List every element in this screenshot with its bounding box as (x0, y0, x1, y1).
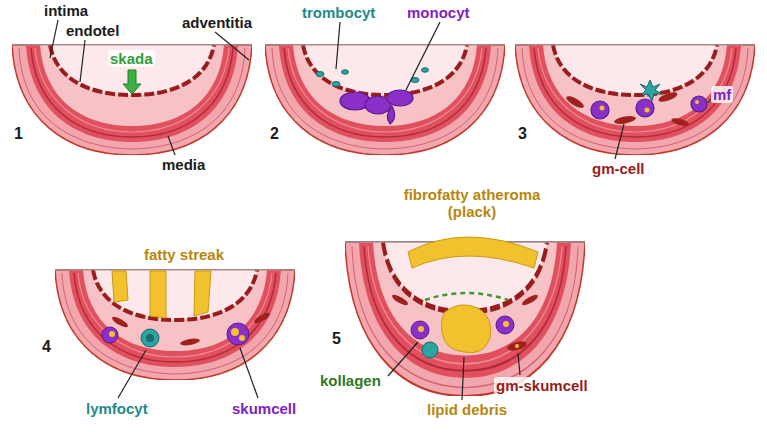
part-label: endotel (64, 22, 121, 39)
callout-number: 5 (330, 330, 343, 347)
leader-lines (336, 22, 440, 90)
part-label: kollagen (318, 372, 383, 389)
lipid-core (441, 305, 490, 353)
cells (102, 323, 249, 347)
part-label: mf (711, 86, 733, 103)
part-label: lipid debris (425, 401, 509, 418)
artery-section (515, 45, 755, 155)
artery-section (55, 270, 295, 380)
artery-section (265, 45, 505, 155)
part-label: skumcell (230, 400, 298, 417)
platelet-cluster (640, 80, 662, 101)
part-label: media (160, 156, 207, 173)
part-label: lymfocyt (84, 400, 150, 417)
plaque-cap (408, 237, 538, 268)
lipid-drops (600, 100, 700, 113)
part-label: gm-cell (590, 160, 647, 177)
leader-lines (118, 348, 258, 398)
collagen-fibres (425, 293, 508, 300)
part-label: monocyt (405, 4, 472, 21)
leader-lines (615, 99, 711, 159)
artery-section (12, 45, 252, 155)
part-label: fatty streak (142, 246, 226, 263)
part-label: skada (108, 50, 155, 67)
part-label: gm-skumcell (494, 377, 590, 394)
macrophages (591, 96, 707, 119)
platelets (316, 68, 429, 87)
callout-number: 1 (12, 125, 25, 142)
callout-number: 3 (516, 125, 529, 142)
fatty-streaks (112, 271, 211, 318)
callout-number: 4 (40, 338, 53, 355)
smooth-muscle-cells (111, 311, 272, 347)
part-label: intima (42, 2, 90, 19)
smooth-muscle-cells (565, 90, 690, 127)
monocytes (340, 90, 413, 124)
callout-number: 2 (268, 125, 281, 142)
part-label: adventitia (180, 14, 254, 31)
part-label: trombocyt (300, 4, 377, 21)
part-label: fibrofatty atheroma (plack) (385, 186, 559, 220)
damage-arrow (123, 70, 141, 94)
leader-lines (50, 20, 249, 155)
